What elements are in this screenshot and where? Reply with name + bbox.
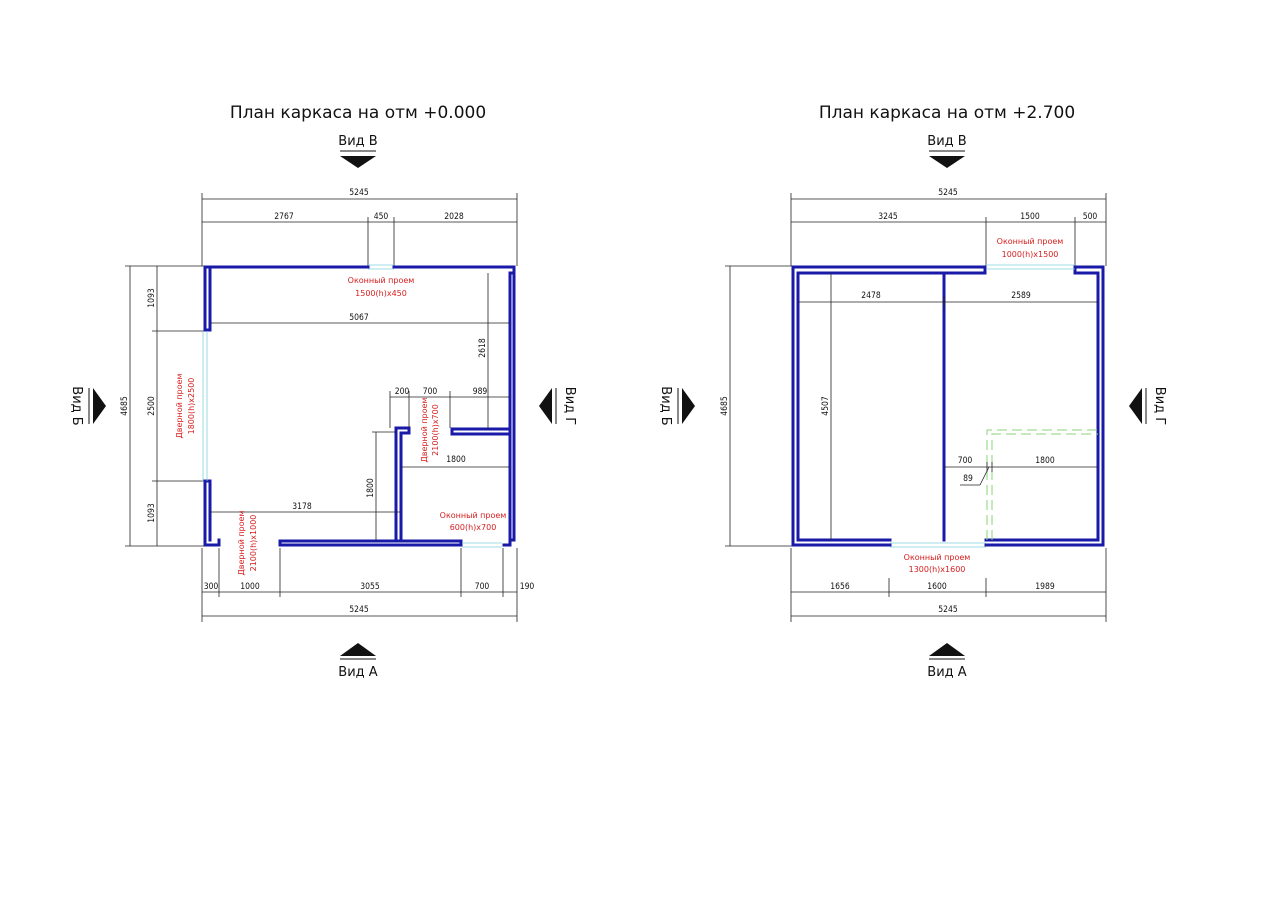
label-window-br-1: Оконный проем [440, 511, 507, 520]
right-bottom-dimensions: 1656 1600 1989 5245 [790, 548, 1107, 622]
dim-top-a: 3245 [878, 212, 898, 222]
label-door-bottom-1: Дверной проем [237, 511, 246, 576]
view-label-right: Вид Г [562, 387, 577, 425]
dim-top-c: 2028 [444, 212, 464, 222]
dim-bot-overall: 5245 [938, 605, 958, 615]
view-label-right: Вид Г [1152, 387, 1167, 425]
left-plan: План каркаса на отм +0.000 Вид В Вид А В… [69, 103, 577, 680]
label-window-bottom-1: Оконный проем [904, 553, 971, 562]
dim-top-overall: 5245 [938, 188, 958, 198]
label-door-left-1: Дверной проем [175, 374, 184, 439]
right-opening-labels: Оконный проем 1000(h)x1500 Оконный проем… [904, 237, 1064, 574]
right-side-dimensions: 4685 [720, 265, 793, 547]
dim-top-overall: 5245 [349, 188, 369, 198]
label-door-inner-2: 2100(h)x700 [431, 404, 440, 456]
dim-700: 700 [958, 456, 973, 466]
dim-top-b: 450 [374, 212, 389, 222]
label-door-left-2: 1800(h)x2500 [187, 378, 196, 435]
dim-89: 89 [963, 474, 973, 484]
right-openings [890, 264, 1098, 548]
dim-left-b: 2500 [147, 396, 157, 416]
dim-5067: 5067 [349, 313, 369, 323]
right-view-left-marker: Вид Б [658, 386, 695, 426]
left-top-dimensions: 5245 2767 450 2028 [201, 188, 518, 266]
right-plan: План каркаса на отм +2.700 Вид В Вид А В… [658, 103, 1167, 680]
view-arrow-down-icon [929, 156, 965, 168]
right-view-bottom-marker: Вид А [927, 643, 967, 680]
dim-2589: 2589 [1011, 291, 1031, 301]
view-label-bottom: Вид А [927, 665, 966, 680]
dim-left-overall: 4685 [120, 396, 130, 416]
view-arrow-up-icon [929, 643, 965, 656]
left-interior-dimensions: 5067 2618 200 700 989 1800 1800 3178 [210, 273, 510, 541]
left-view-bottom-marker: Вид А [338, 643, 378, 680]
label-window-top-1: Оконный проем [348, 276, 415, 285]
dim-200: 200 [395, 387, 410, 397]
left-bottom-dimensions: 300 1000 3055 700 190 5245 [201, 548, 535, 622]
label-window-top-2: 1000(h)x1500 [1002, 250, 1059, 259]
left-side-dimensions: 4685 1093 2500 1093 [120, 265, 204, 547]
view-arrow-right-icon [93, 388, 106, 424]
dim-bot-a: 1656 [830, 582, 850, 592]
dim-1800v: 1800 [366, 478, 376, 498]
dim-top-a: 2767 [274, 212, 294, 222]
label-window-top-2: 1500(h)x450 [355, 289, 407, 298]
dim-3178: 3178 [292, 502, 312, 512]
view-arrow-right-icon [682, 388, 695, 424]
view-arrow-down-icon [340, 156, 376, 168]
dim-1800: 1800 [1035, 456, 1055, 466]
dim-top-b: 1500 [1020, 212, 1040, 222]
left-openings [202, 264, 502, 548]
left-walls [203, 265, 516, 547]
label-door-inner-1: Дверной проем [420, 398, 429, 463]
dim-2478: 2478 [861, 291, 881, 301]
left-view-left-marker: Вид Б [69, 386, 106, 426]
dim-2618: 2618 [478, 338, 488, 358]
view-label-bottom: Вид А [338, 665, 377, 680]
right-view-top-marker: Вид В [927, 134, 967, 168]
right-top-dimensions: 5245 3245 1500 500 [790, 188, 1107, 266]
dim-4507: 4507 [821, 396, 831, 416]
dim-bot-overall: 5245 [349, 605, 369, 615]
label-window-br-2: 600(h)x700 [450, 523, 497, 532]
dim-700: 700 [423, 387, 438, 397]
dim-left-a: 1093 [147, 288, 157, 308]
right-walls [791, 265, 1105, 547]
left-view-top-marker: Вид В [338, 134, 378, 168]
label-window-top-1: Оконный проем [997, 237, 1064, 246]
dim-1800h: 1800 [446, 455, 466, 465]
right-interior-dimensions: 2478 2589 4507 700 1800 89 [798, 273, 1098, 540]
dim-bot-e: 190 [520, 582, 535, 592]
left-plan-title: План каркаса на отм +0.000 [230, 103, 486, 123]
view-arrow-left-icon [539, 388, 552, 424]
dim-989: 989 [473, 387, 488, 397]
dim-bot-d: 700 [475, 582, 490, 592]
dim-left-c: 1093 [147, 503, 157, 523]
left-opening-labels: Оконный проем 1500(h)x450 Дверной проем … [175, 276, 506, 576]
view-label-top: Вид В [927, 134, 966, 149]
right-plan-title: План каркаса на отм +2.700 [819, 103, 1075, 123]
view-label-top: Вид В [338, 134, 377, 149]
label-window-bottom-2: 1300(h)x1600 [909, 565, 966, 574]
dim-bot-b: 1600 [927, 582, 947, 592]
dim-bot-c: 3055 [360, 582, 380, 592]
dim-bot-c: 1989 [1035, 582, 1055, 592]
dim-bot-a: 300 [204, 582, 219, 592]
view-label-left: Вид Б [658, 386, 673, 425]
label-door-bottom-2: 2100(h)x1000 [249, 515, 258, 572]
dim-bot-b: 1000 [240, 582, 260, 592]
left-view-right-marker: Вид Г [539, 387, 577, 425]
view-label-left: Вид Б [69, 386, 84, 425]
view-arrow-up-icon [340, 643, 376, 656]
dim-top-c: 500 [1083, 212, 1098, 222]
view-arrow-left-icon [1129, 388, 1142, 424]
dim-left-overall: 4685 [720, 396, 730, 416]
right-view-right-marker: Вид Г [1129, 387, 1167, 425]
